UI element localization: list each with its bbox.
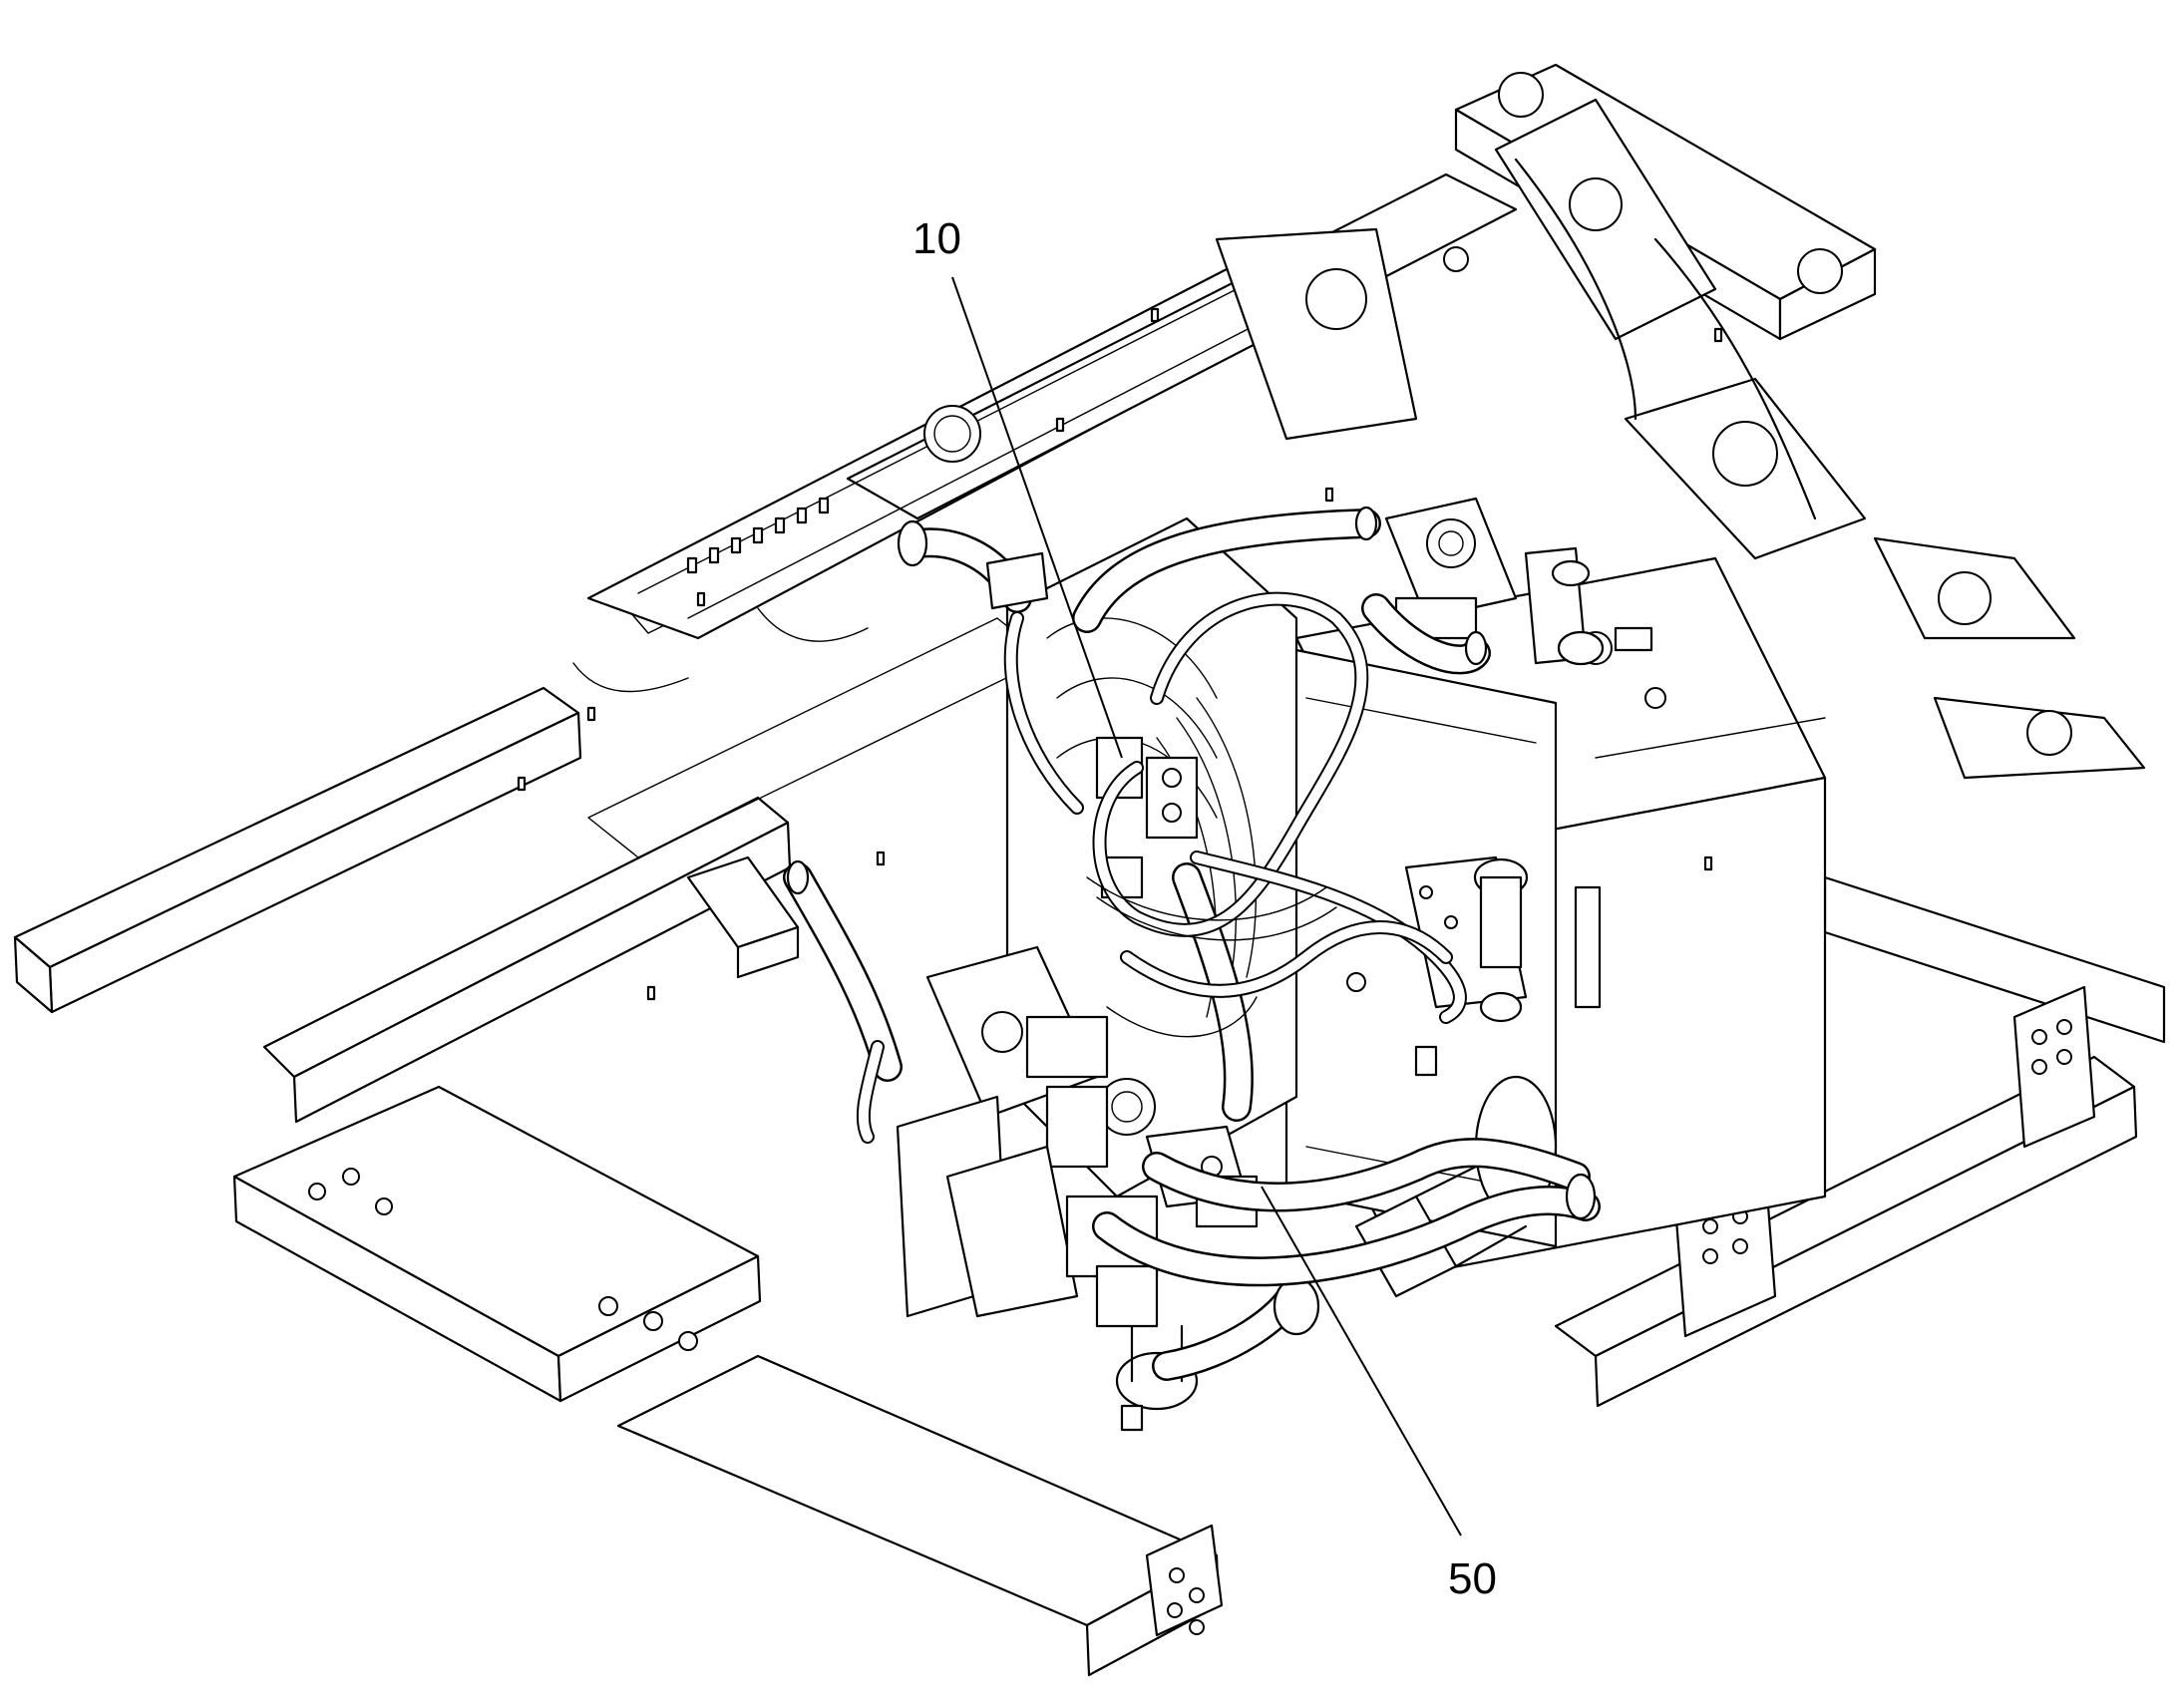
mount-bracket: [686, 855, 885, 1144]
leader-line-50: [1261, 1186, 1462, 1537]
chassis-frame-right: [1554, 875, 2166, 1408]
callout-label-50: 50: [1448, 1554, 1497, 1603]
pilot-lines: [1003, 591, 1467, 1038]
valve-manifold-right: [1404, 855, 1529, 1023]
suction-hose: [1152, 1075, 1558, 1381]
boom-mount-towers: [1215, 63, 2146, 780]
chassis-frame-left: [13, 408, 1224, 1677]
leader-lines: [951, 276, 1462, 1537]
bolts: [517, 307, 1723, 1001]
leader-line-10: [951, 276, 1123, 759]
elbow-fitting-upper-left: [897, 519, 1049, 613]
callout-label-10: 10: [912, 214, 961, 263]
